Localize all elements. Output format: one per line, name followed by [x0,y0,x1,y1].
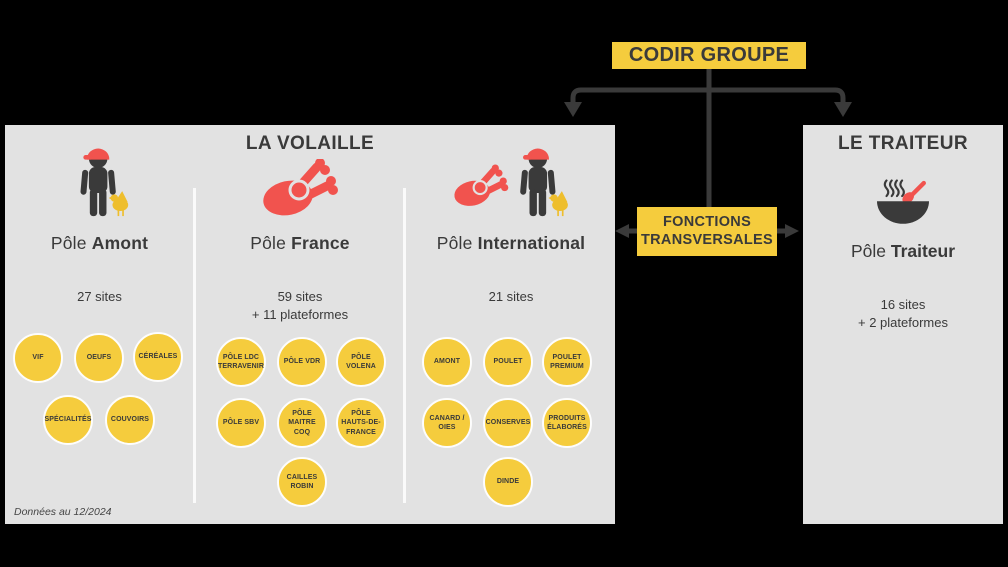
column-divider-1 [193,188,196,503]
bubble-pole-maitre-coq: PÔLE MAITRE COQ [277,398,327,448]
pole-amont-column: Pôle Amont 27 sites [5,125,194,306]
bubble-cailles-robin: CAILLES ROBIN [277,457,327,507]
pole-france-name: Pôle France [250,233,350,253]
fonctions-label-line2: TRANSVERSALES [641,231,773,248]
bubble-conserves: CONSERVES [483,398,533,448]
pole-international-sites: 21 sites [488,289,534,304]
codir-to-traiteur-line [709,87,846,104]
down-arrowhead-left [564,102,582,117]
farmer-with-chicken-icon [70,145,130,217]
bubble-pole-ldc-terravenir: PÔLE LDC TERRAVENIR [216,337,266,387]
bubble-poulet: POULET [483,337,533,387]
bubble-poulet-premium: POULET PREMIUM [542,337,592,387]
fonctions-label-line1: FONCTIONS [662,214,752,231]
bubble-vif: VIF [13,333,63,383]
bubble-canard-oies: CANARD / OIES [422,398,472,448]
bubble-pole-sbv: PÔLE SBV [216,398,266,448]
pole-france-sites: 59 sites + 11 plateformes [251,289,349,322]
bubble-oeufs: OEUFS [74,333,124,383]
pole-international-name: Pôle International [436,233,586,253]
bubble-cereales: CÉRÉALES [133,332,183,382]
pole-amont-sites: 27 sites [77,289,122,304]
pole-traiteur-sites: 16 sites + 2 plateformes [858,297,948,330]
left-arrowhead [615,224,629,238]
codir-groupe-label: CODIR GROUPE [628,44,790,66]
volaille-panel: LA VOLAILLE [5,125,615,524]
bubble-couvoirs: COUVOIRS [105,395,155,445]
fonctions-transversales-box: FONCTIONS TRANSVERSALES [637,207,777,256]
column-divider-2 [403,188,406,503]
roast-poultry-and-farmer-icon [452,145,570,217]
codir-groupe-box: CODIR GROUPE [612,42,806,69]
codir-to-volaille-line [570,87,709,104]
bubble-produits-elabores: PRODUITS ÉLABORÉS [542,398,592,448]
chicken-icon [108,191,128,217]
volaille-title: LA VOLAILLE [245,133,375,154]
bubble-amont: AMONT [422,337,472,387]
right-arrowhead [785,224,799,238]
pole-amont-name: Pôle Amont [50,233,149,253]
bubble-pole-volena: PÔLE VOLENA [336,337,386,387]
bubble-pole-hauts-de-france: PÔLE HAUTS-DE-FRANCE [336,398,386,448]
bubble-dinde: DINDE [483,457,533,507]
traiteur-title: LE TRAITEUR [837,133,968,154]
chicken-icon [548,191,568,217]
pole-france-column: Pôle France 59 sites + 11 plateformes [197,125,403,323]
down-arrowhead-right [834,102,852,117]
steaming-bowl-icon [870,179,936,229]
bubble-pole-vdr: PÔLE VDR [277,337,327,387]
pole-traiteur-name: Pôle Traiteur [850,241,956,261]
traiteur-panel: LE TRAITEUR Pôle Traiteur 16 sites + 2 p… [803,125,1003,524]
bubble-specialites: SPÉCIALITÉS [43,395,93,445]
pole-international-column: Pôle International 21 sites [407,125,615,306]
roast-poultry-icon [261,145,339,217]
data-date-footnote: Données au 12/2024 [14,506,112,518]
